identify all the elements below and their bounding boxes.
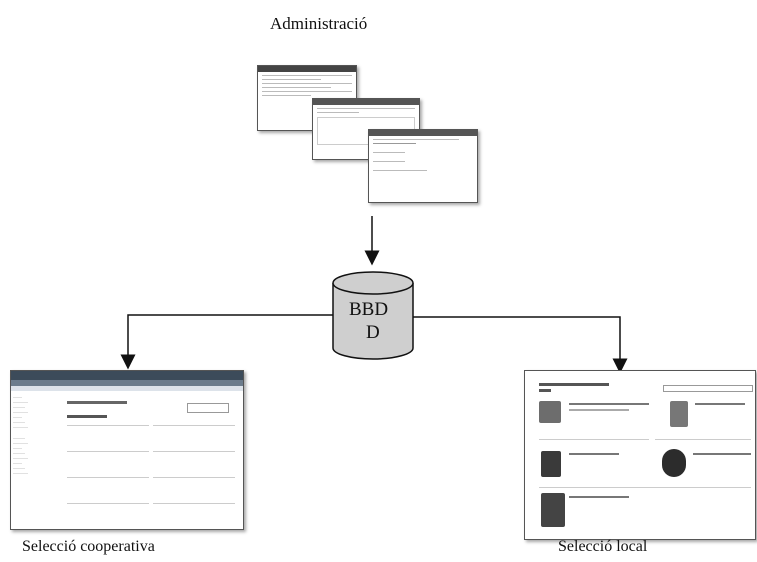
cooperative-selection-screenshot: ————————————————————————————— ——————————…	[10, 370, 244, 530]
arrow-db-to-cooperative	[120, 314, 333, 370]
database-cylinder	[332, 271, 414, 360]
database-label-line2: D	[366, 322, 380, 343]
person-photo-2	[670, 401, 688, 427]
person-photo-5	[541, 493, 565, 527]
cooperative-selection-label: Selecció cooperativa	[22, 538, 155, 555]
local-selection-screenshot	[524, 370, 756, 540]
person-photo-1	[539, 401, 561, 423]
person-photo-3	[541, 451, 561, 477]
database-label-line1: BBD	[349, 299, 389, 320]
local-selection-label: Selecció local	[558, 538, 648, 555]
arrow-db-to-local	[413, 316, 628, 374]
administration-title: Administració	[270, 14, 368, 33]
admin-screenshot-3	[368, 129, 478, 203]
person-photo-4	[662, 449, 686, 477]
